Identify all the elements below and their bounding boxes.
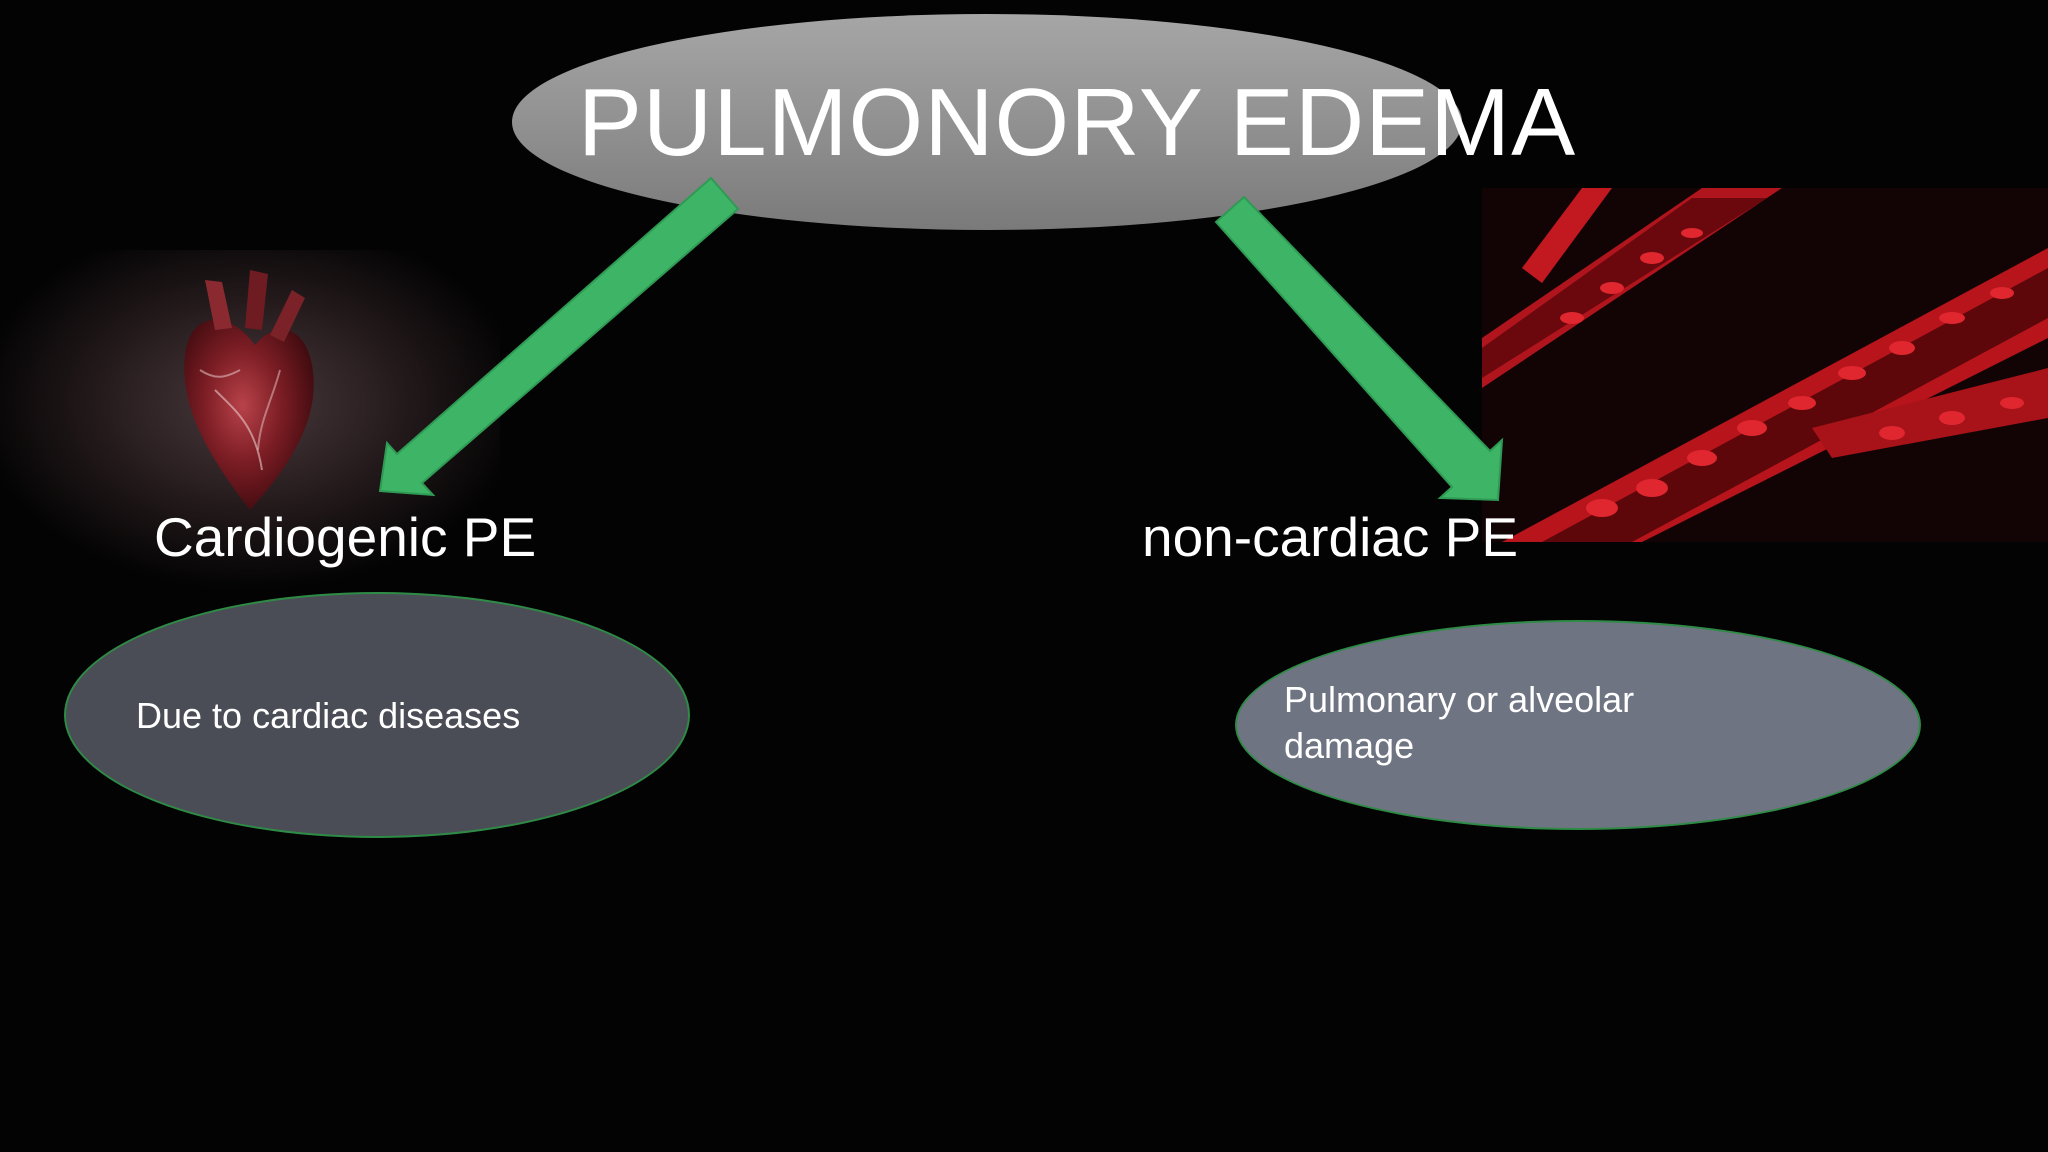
non-cardiac-pe-label: non-cardiac PE bbox=[1142, 506, 1519, 568]
blood-vessel-image bbox=[1482, 188, 2048, 542]
cardiogenic-pe-label: Cardiogenic PE bbox=[154, 506, 537, 568]
diagram-title: PULMONORY EDEMA bbox=[577, 69, 1577, 176]
arrow-to-non-cardiac bbox=[1214, 195, 1504, 502]
non-cardiac-detail-oval bbox=[1235, 620, 1921, 830]
cardiogenic-detail-oval bbox=[64, 592, 690, 838]
cardiogenic-detail-text: Due to cardiac diseases bbox=[136, 695, 521, 736]
non-cardiac-detail-text: Pulmonary or alveolar damage bbox=[1284, 679, 1635, 766]
